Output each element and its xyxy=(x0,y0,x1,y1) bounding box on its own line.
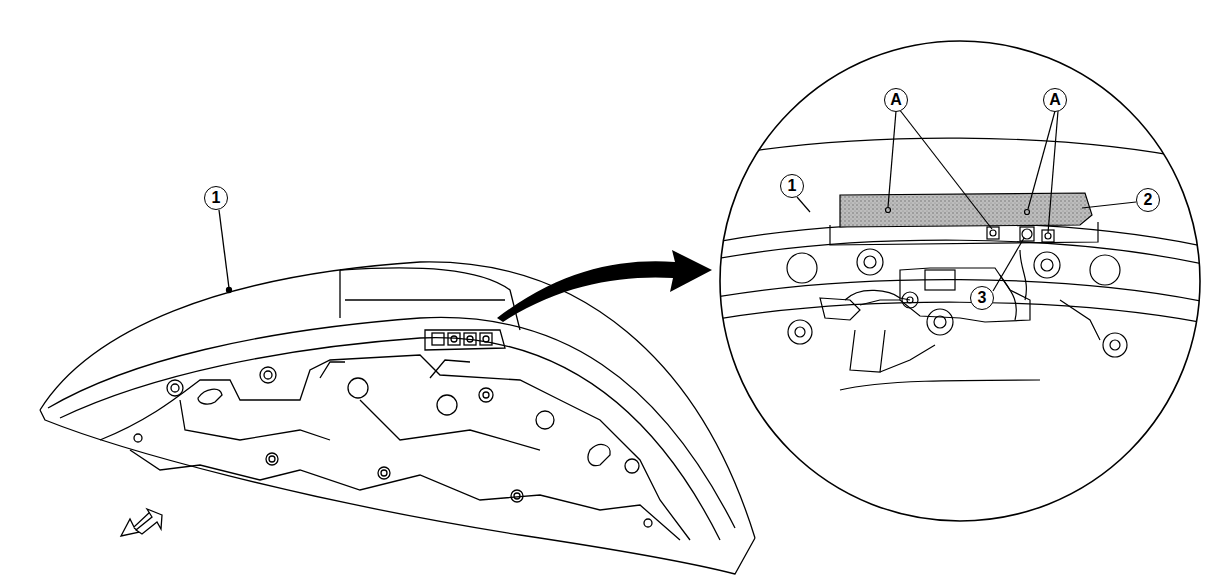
callout-number: 1 xyxy=(204,186,228,210)
callout-number: 1 xyxy=(780,174,804,198)
callout-number: A xyxy=(884,88,908,112)
callout-number: 3 xyxy=(970,286,994,310)
callout-number: 2 xyxy=(1136,188,1160,212)
callout-number: A xyxy=(1043,88,1067,112)
